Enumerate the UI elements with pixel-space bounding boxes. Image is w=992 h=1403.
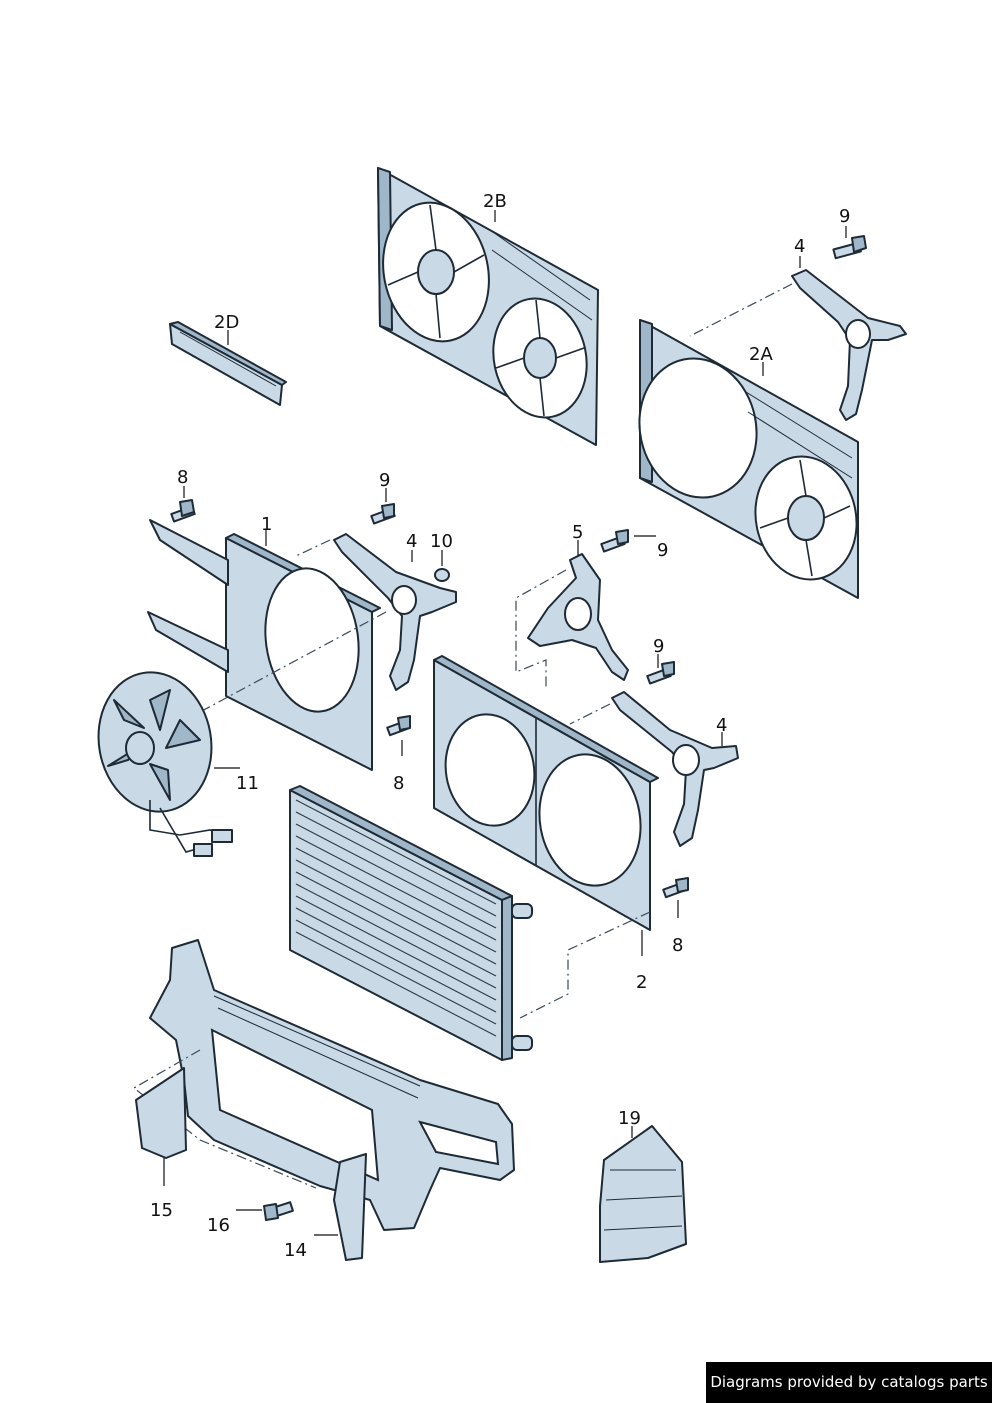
trim-strip-2d[interactable] — [169, 321, 287, 406]
callout-9-lower: 9 — [653, 636, 664, 657]
bolt-8-right[interactable] — [662, 877, 689, 899]
callout-4-top: 4 — [794, 236, 805, 257]
nut-10[interactable] — [434, 568, 450, 582]
bracket-4-top[interactable] — [791, 269, 907, 421]
fan-shroud-2a[interactable] — [627, 319, 868, 599]
callout-2b: 2B — [483, 191, 507, 212]
callout-14: 14 — [284, 1240, 307, 1261]
bracket-5[interactable] — [527, 553, 629, 681]
fan-shroud-1[interactable] — [147, 519, 381, 771]
callout-2: 2 — [636, 972, 647, 993]
callout-11: 11 — [236, 773, 259, 794]
fan-shroud-2[interactable] — [433, 655, 659, 931]
callout-16: 16 — [207, 1215, 230, 1236]
callout-2d: 2D — [214, 312, 239, 333]
bracket-4-right[interactable] — [611, 691, 739, 847]
callout-4-right: 4 — [716, 715, 727, 736]
callout-19: 19 — [618, 1108, 641, 1129]
bolt-9-mid[interactable] — [370, 503, 396, 525]
bolt-9-lower[interactable] — [646, 661, 675, 685]
radiator[interactable] — [289, 785, 533, 1061]
air-duct-19[interactable] — [599, 1125, 687, 1263]
callout-4-mid: 4 — [406, 531, 417, 552]
callout-15: 15 — [150, 1200, 173, 1221]
air-guide-14[interactable] — [333, 1153, 367, 1261]
callout-9-top: 9 — [839, 206, 850, 227]
bolt-9-right[interactable] — [600, 529, 629, 553]
air-guide-15[interactable] — [135, 1067, 187, 1159]
callout-8-right: 8 — [672, 935, 683, 956]
callout-9-right: 9 — [657, 540, 668, 561]
fan-shroud-2b[interactable] — [371, 167, 599, 446]
callout-10: 10 — [430, 531, 453, 552]
callout-9-mid: 9 — [379, 470, 390, 491]
callout-5: 5 — [572, 522, 583, 543]
bracket-4-mid[interactable] — [333, 533, 457, 691]
fan-motor-11[interactable] — [88, 663, 233, 857]
front-carrier[interactable] — [149, 939, 515, 1231]
callout-8-left: 8 — [177, 467, 188, 488]
bolt-8-left[interactable] — [170, 499, 196, 523]
bolt-16[interactable] — [263, 1201, 294, 1221]
bolt-8-mid[interactable] — [386, 715, 411, 737]
bolt-9-top[interactable] — [832, 235, 867, 260]
footer-credit: Diagrams provided by catalogs parts — [706, 1362, 992, 1403]
callout-8-mid: 8 — [393, 773, 404, 794]
callout-1: 1 — [261, 514, 272, 535]
callout-2a: 2A — [749, 344, 773, 365]
